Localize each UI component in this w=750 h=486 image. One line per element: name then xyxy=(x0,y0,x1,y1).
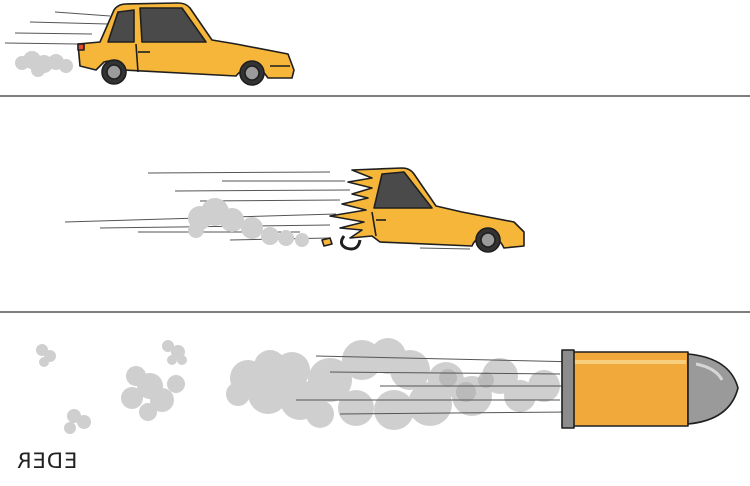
smoke-trail xyxy=(226,338,560,430)
exhaust-smoke xyxy=(15,51,73,77)
artist-signature: EDER xyxy=(16,449,78,473)
speed-lines xyxy=(296,355,691,415)
speed-lines xyxy=(4,11,111,45)
panel-1 xyxy=(4,2,295,86)
car-disintegrating xyxy=(321,167,525,253)
panel-2 xyxy=(64,167,525,253)
panel-3 xyxy=(36,338,739,434)
car xyxy=(77,2,295,86)
smoke-puffs xyxy=(36,340,187,434)
bullet xyxy=(561,349,739,429)
exhaust-smoke xyxy=(188,198,309,247)
